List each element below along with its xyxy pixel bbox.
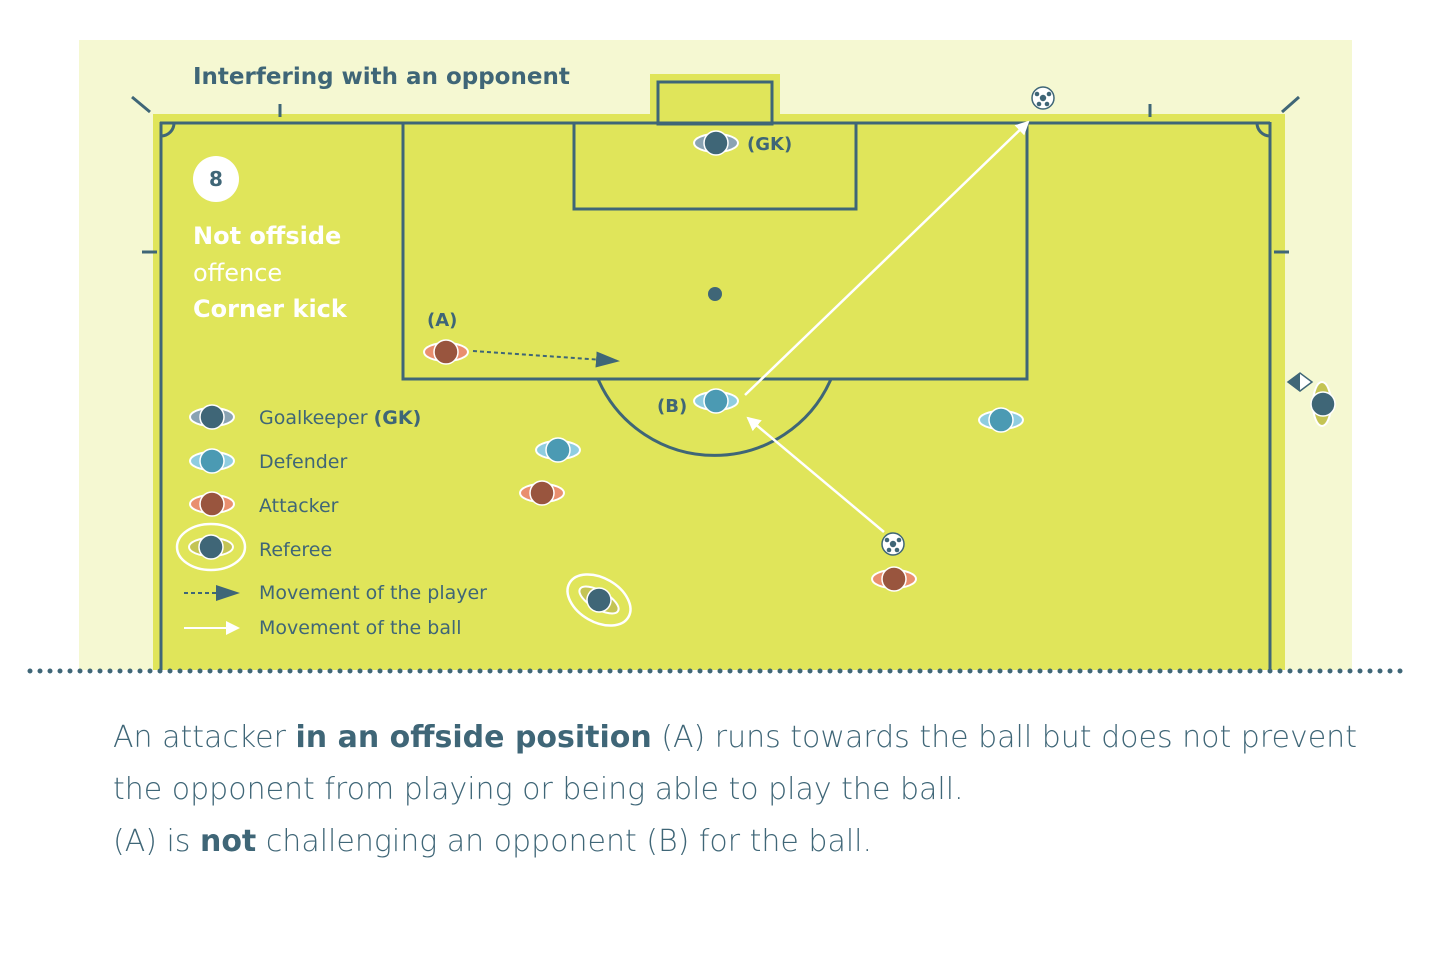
- caption-line-3: (A) is not challenging an opponent (B) f…: [113, 816, 1393, 868]
- goalkeeper-player: [693, 130, 739, 156]
- caption-line-2: the opponent from playing or being able …: [113, 764, 1393, 816]
- legend-ball-movement: Movement of the ball: [259, 617, 462, 639]
- decision-line-2: offence: [193, 259, 282, 287]
- svg-text:Goalkeeper (GK): Goalkeeper (GK): [259, 407, 421, 429]
- caption-emphasis: in an offside position: [295, 720, 652, 755]
- legend-defender: Defender: [259, 451, 347, 473]
- ball-path-cross: [746, 416, 885, 533]
- legend-referee: Referee: [259, 539, 332, 561]
- referee-player: [566, 573, 632, 627]
- corner-flag-icon: [1286, 372, 1314, 392]
- caption-text: challenging an opponent (B) for the ball…: [256, 824, 873, 859]
- attacker-run-arrow: [472, 350, 620, 368]
- caption-line-1: An attacker in an offside position (A) r…: [113, 712, 1393, 764]
- caption-emphasis: not: [199, 824, 257, 859]
- caption-text: (A) is: [113, 824, 200, 859]
- legend-goalkeeper-icon: [189, 404, 235, 430]
- legend-goalkeeper: Goalkeeper: [259, 407, 374, 429]
- caption-text: (A) runs towards the ball but does not p…: [651, 720, 1357, 755]
- pitch-lines: [131, 95, 1300, 670]
- defender-b-player: [693, 388, 739, 414]
- legend: Goalkeeper (GK) Defender Attacker Refere…: [175, 404, 487, 639]
- caption-text: An attacker: [113, 720, 296, 755]
- penalty-spot: [708, 287, 722, 301]
- legend-referee-icon: [175, 522, 247, 572]
- caption-text: the opponent from playing or being able …: [113, 772, 964, 807]
- football-icon: [1031, 86, 1055, 110]
- caption: An attacker in an offside position (A) r…: [113, 712, 1393, 868]
- legend-attacker: Attacker: [259, 495, 339, 517]
- assistant-referee: [1310, 381, 1336, 427]
- card-number-badge: [193, 156, 239, 202]
- attacker-a-label: (A): [427, 310, 457, 331]
- legend-player-movement: Movement of the player: [259, 582, 487, 604]
- decision-line-3: Corner kick: [193, 295, 348, 323]
- attacker-corner-taker: [871, 566, 917, 592]
- diagram-title: Interfering with an opponent: [193, 64, 570, 90]
- attacker-a-player: [423, 339, 469, 365]
- card-number: 8: [209, 167, 223, 191]
- defender-player: [978, 407, 1024, 433]
- defender-player: [535, 437, 581, 463]
- goalkeeper-label: (GK): [747, 134, 792, 155]
- ball-path-clearance: [744, 120, 1030, 396]
- decision-line-1: Not offside: [193, 222, 341, 250]
- legend-defender-icon: [189, 448, 235, 474]
- attacker-player: [519, 480, 565, 506]
- football-icon: [881, 532, 905, 556]
- defender-b-label: (B): [657, 396, 687, 417]
- legend-goalkeeper-abbr: (GK): [374, 407, 422, 429]
- legend-attacker-icon: [189, 491, 235, 517]
